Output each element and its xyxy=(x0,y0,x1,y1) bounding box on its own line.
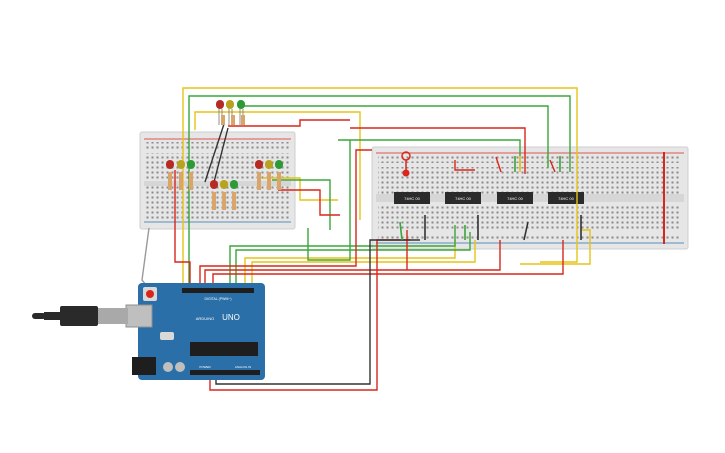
reset-button xyxy=(146,290,154,298)
arduino-uno-board[interactable]: DIGITAL (PWM~) ARDUINO UNO POWER ANALOG … xyxy=(125,283,265,380)
chip-label: 74HC 00 xyxy=(455,196,472,201)
analog-label: ANALOG IN xyxy=(235,365,251,369)
digital-label: DIGITAL (PWM~) xyxy=(204,297,231,301)
jumpers xyxy=(399,156,582,241)
led-group-middle[interactable] xyxy=(210,180,238,210)
chip-4[interactable]: 74HC 00 xyxy=(548,192,584,204)
power-label: POWER xyxy=(199,365,211,369)
push-button[interactable] xyxy=(401,151,411,177)
chip-1[interactable]: 74HC 00 xyxy=(394,192,430,204)
wires[interactable] xyxy=(141,87,591,391)
led-group-right[interactable] xyxy=(255,160,283,190)
led-group-left[interactable] xyxy=(166,160,195,190)
chip-label: 74HC 00 xyxy=(507,196,524,201)
resistor-icon xyxy=(221,115,245,125)
model-label: UNO xyxy=(222,313,240,322)
led-group-top[interactable] xyxy=(216,100,245,125)
left-breadboard[interactable] xyxy=(139,131,296,230)
chip-label: 74HC 00 xyxy=(558,196,575,201)
chip-label: 74HC 00 xyxy=(404,196,421,201)
brand-label: ARDUINO xyxy=(196,316,214,321)
usb-cable-icon[interactable] xyxy=(32,306,128,326)
chip-2[interactable]: 74HC 00 xyxy=(445,192,481,204)
chip-3[interactable]: 74HC 00 xyxy=(497,192,533,204)
